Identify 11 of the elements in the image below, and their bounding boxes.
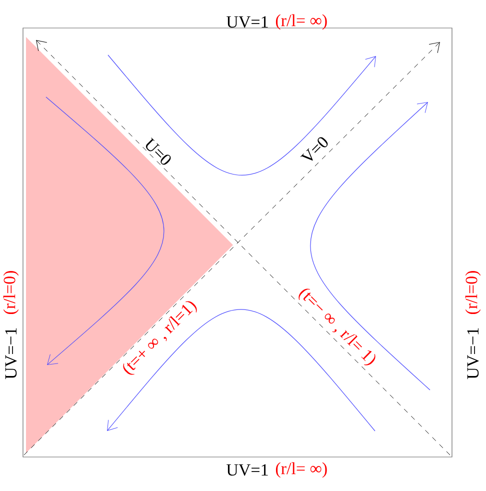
axis-label: UV=−1 [467, 328, 479, 380]
axis-label: (r/l= ∞) [276, 462, 327, 478]
axis-label: U=0 [146, 138, 171, 165]
axis-label: UV=−1 [5, 328, 17, 380]
axis-label: (r/l= ∞) [276, 14, 327, 30]
axis-label: (t=− ∞ , r/l= 1) [298, 288, 376, 366]
axis-label: (r/l=0) [465, 271, 481, 314]
axis-label: (r/l=0) [3, 271, 19, 314]
axis-label: UV=1 [226, 464, 268, 476]
axis-label: UV=1 [226, 16, 268, 28]
axis-label: V=0 [300, 137, 328, 161]
